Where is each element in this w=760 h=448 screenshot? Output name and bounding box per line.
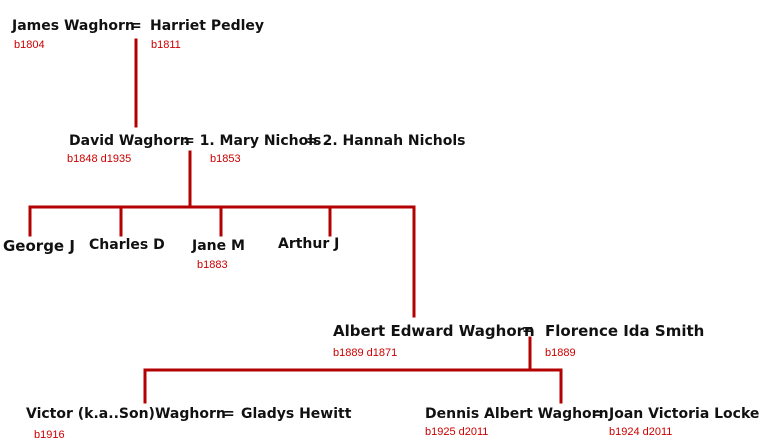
person-dates-david-waghorn: b1848 d1935	[67, 153, 132, 165]
person-dates-florence-ida-smith: b1889	[545, 347, 576, 359]
person-name-arthur-j: Arthur J	[278, 236, 340, 252]
person-name-david-waghorn: David Waghorn	[69, 133, 190, 149]
person-name-albert-edward-waghorn: Albert Edward Waghorn	[333, 322, 535, 340]
spouse-name-hannah-nichols: = 2. Hannah Nichols	[306, 133, 466, 149]
person-name-charles-d: Charles D	[89, 237, 165, 253]
spouse-name-mary-nichols: = 1. Mary Nichols	[183, 133, 322, 149]
person-dates-james-waghorn: b1804	[14, 39, 45, 51]
person-name-gladys-hewitt: Gladys Hewitt	[241, 406, 352, 422]
person-name-joan-victoria-locke: Joan Victoria Locke	[609, 406, 760, 422]
person-dates-victor-waghorn: b1916	[34, 429, 65, 441]
person-name-george-j: George J	[3, 237, 75, 255]
person-dates-dennis-albert-waghorn: b1925 d2011	[425, 426, 489, 438]
person-name-florence-ida-smith: Florence Ida Smith	[545, 322, 705, 340]
person-dates-albert-edward-waghorn: b1889 d1871	[333, 347, 398, 359]
person-name-james-waghorn: James Waghorn	[12, 18, 135, 34]
person-name-jane-m: Jane M	[192, 238, 245, 254]
person-dates-jane-m: b1883	[197, 259, 228, 271]
person-dates-mary-nichols: b1853	[210, 153, 241, 165]
person-dates-harriet-pedley: b1811	[151, 39, 181, 51]
person-name-harriet-pedley: Harriet Pedley	[150, 18, 265, 34]
person-dates-joan-victoria-locke: b1924 d2011	[609, 426, 673, 438]
marriage-equals: =	[130, 18, 142, 34]
marriage-equals: =	[223, 406, 235, 422]
marriage-equals: =	[522, 322, 534, 338]
person-name-dennis-albert-waghorn: Dennis Albert Waghorn	[425, 406, 609, 422]
marriage-equals: =	[592, 406, 604, 422]
person-name-victor-waghorn: Victor (k.a..Son)Waghorn	[26, 406, 226, 422]
